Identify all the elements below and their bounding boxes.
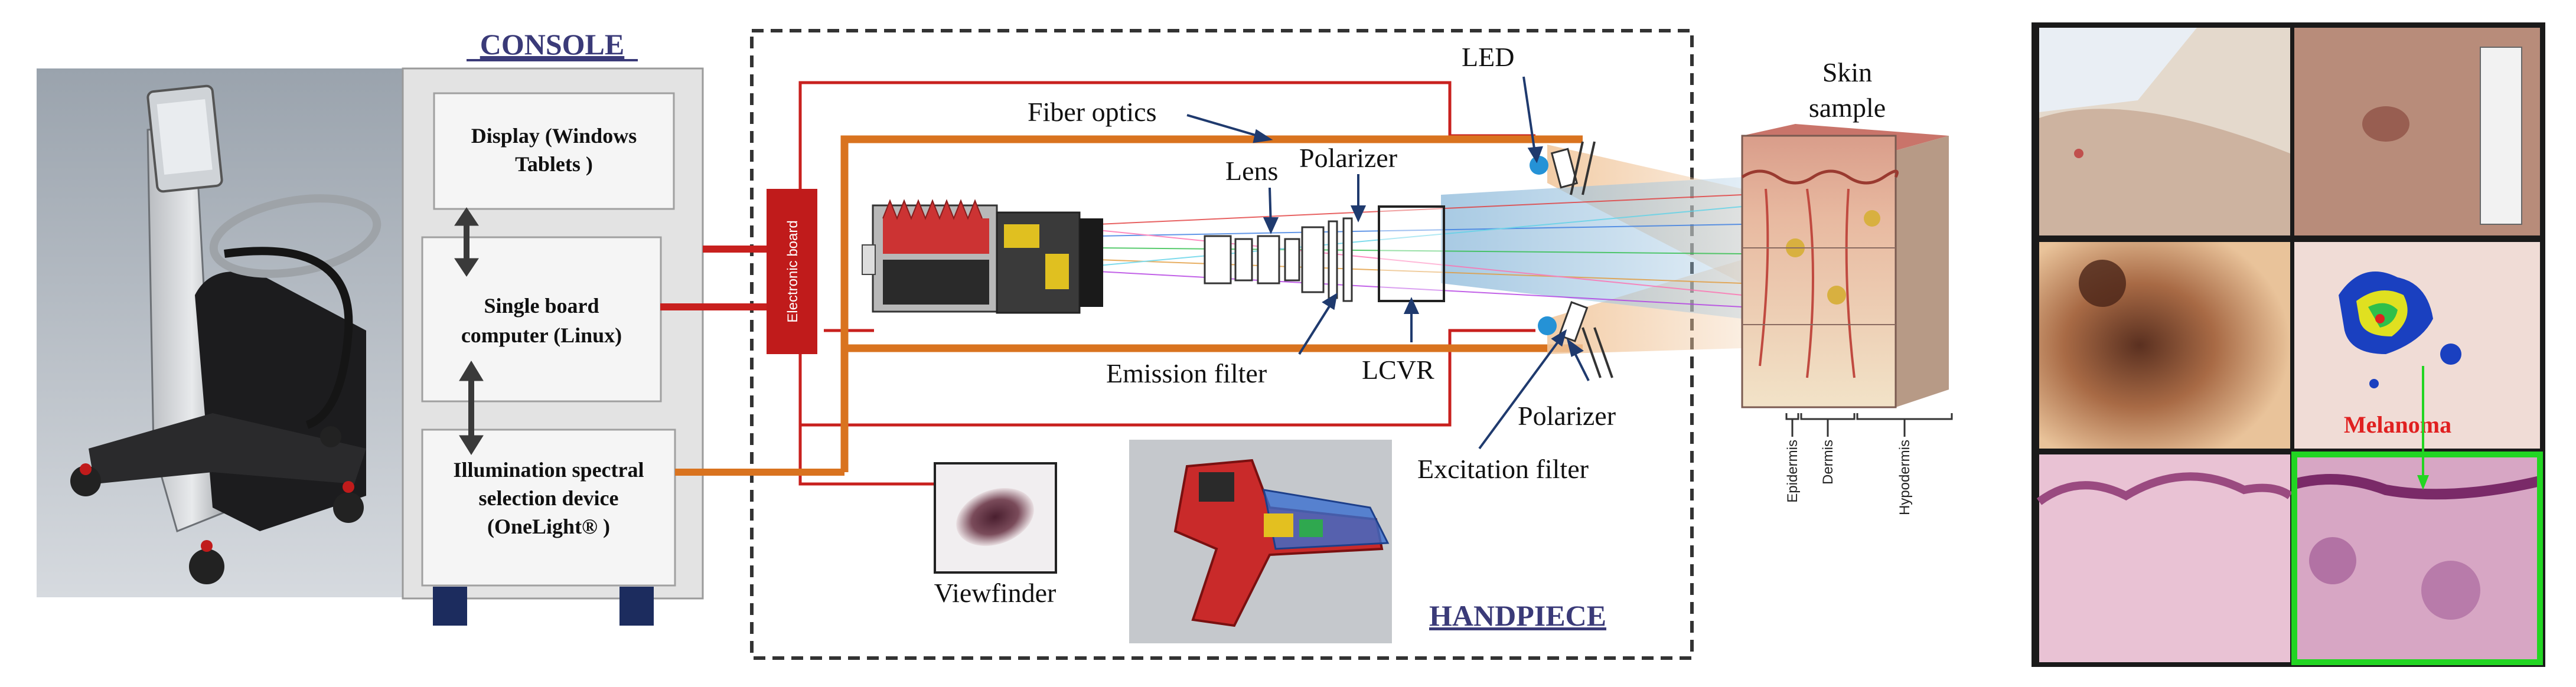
display-box-line2: Tablets ) (515, 152, 593, 176)
lens-label: Lens (1225, 156, 1278, 186)
console-device-photo (37, 68, 403, 597)
fiber-optics-label: Fiber optics (1028, 97, 1156, 127)
skin-layer-dermis: Dermis (1820, 440, 1836, 485)
skin-sample-block (1741, 124, 1949, 408)
histology-normal-image (2036, 454, 2293, 662)
lcvr-label: LCVR (1362, 355, 1434, 385)
skin-title-line2: sample (1809, 93, 1886, 123)
melanoma-pointer-head (2417, 475, 2429, 490)
illum-box-line2: selection device (479, 486, 619, 510)
skin-layer-brackets (1785, 413, 1953, 437)
display-box (433, 92, 675, 210)
electronic-board (767, 189, 817, 354)
dermoscopy-image (2039, 242, 2290, 449)
polarizer-top-label: Polarizer (1299, 143, 1397, 173)
console-panel: CONSOLE Display (Windows Tablets ) Singl… (402, 28, 704, 626)
excitation-filter-label: Excitation filter (1417, 454, 1589, 484)
console-handpiece-cables (660, 246, 844, 476)
annotation-arrows (1186, 76, 1590, 450)
illum-box-line1: Illumination spectral (453, 458, 644, 482)
clinical-photo-ruler (2294, 28, 2540, 235)
sbc-box-line1: Single board (484, 294, 599, 318)
illum-box-line3: (OneLight® ) (487, 515, 610, 538)
handpiece-render (1129, 440, 1392, 643)
collection-cone (1441, 177, 1742, 319)
fiber-optic-cables (840, 135, 1583, 472)
top-led-assembly (1530, 141, 1596, 195)
camera-sensor (862, 199, 1103, 314)
sbc-box-line2: computer (Linux) (461, 323, 622, 347)
electronic-board-label: Electronic board (785, 220, 801, 322)
console-title: CONSOLE (480, 28, 625, 61)
viewfinder-image (934, 462, 1057, 574)
melanoma-label: Melanoma (2344, 411, 2451, 438)
clinical-photo-arm (2039, 28, 2290, 235)
bottom-led-assembly (1538, 301, 1613, 378)
skin-title-line1: Skin (1822, 57, 1872, 87)
skin-layer-epidermis: Epidermis (1785, 440, 1801, 503)
led-label: LED (1462, 42, 1514, 72)
melanoma-map-image (2294, 242, 2540, 449)
handpiece-title: HANDPIECE (1429, 599, 1606, 632)
emission-filter-label: Emission filter (1106, 358, 1267, 388)
illumination-device-box (421, 428, 676, 587)
histology-melanoma-image (2291, 452, 2543, 665)
display-box-line1: Display (Windows (471, 124, 637, 148)
double-arrow-display-sbc (454, 207, 479, 277)
polarizer-bottom-label: Polarizer (1518, 401, 1616, 431)
clinical-image-grid: Melanoma (2032, 22, 2545, 667)
lens-stack (1204, 217, 1353, 302)
skin-layer-hypodermis: Hypodermis (1897, 440, 1913, 515)
viewfinder-label: Viewfinder (934, 578, 1057, 608)
lcvr-box (1378, 205, 1445, 302)
double-arrow-sbc-illumination (459, 361, 484, 455)
